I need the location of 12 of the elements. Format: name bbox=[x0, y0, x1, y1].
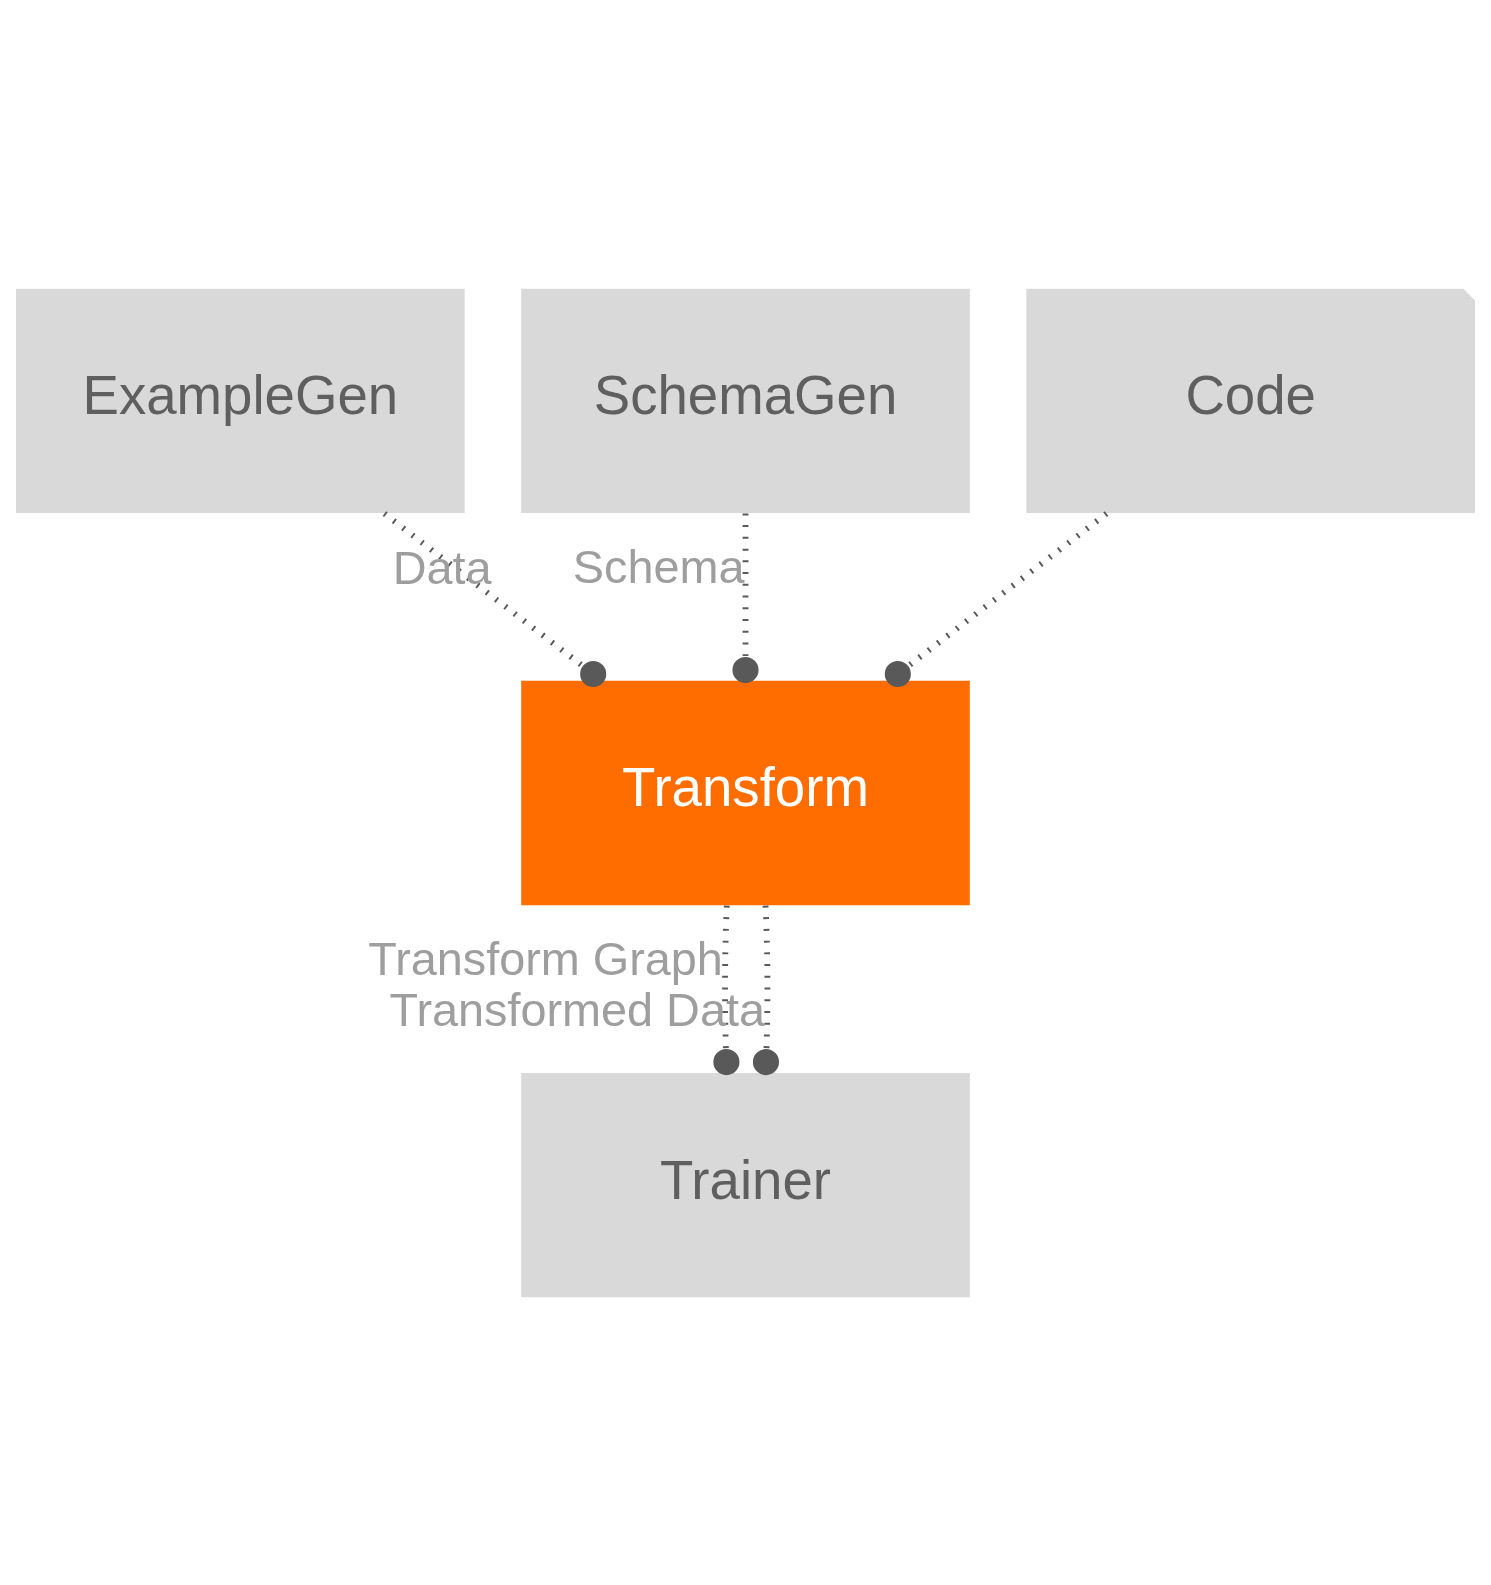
connector bbox=[732, 513, 759, 683]
node-box: Transform bbox=[521, 680, 970, 905]
connector bbox=[713, 905, 740, 1075]
node-box: SchemaGen bbox=[521, 288, 970, 513]
edge-label: Schema bbox=[572, 540, 745, 593]
connector bbox=[884, 510, 1109, 687]
edge-label: Data bbox=[392, 541, 492, 594]
node-box: Trainer bbox=[521, 1072, 970, 1297]
connector bbox=[752, 905, 780, 1075]
connector bbox=[382, 510, 607, 687]
node-box: ExampleGen bbox=[16, 288, 465, 513]
edge-label: Transform Graph bbox=[368, 932, 723, 985]
